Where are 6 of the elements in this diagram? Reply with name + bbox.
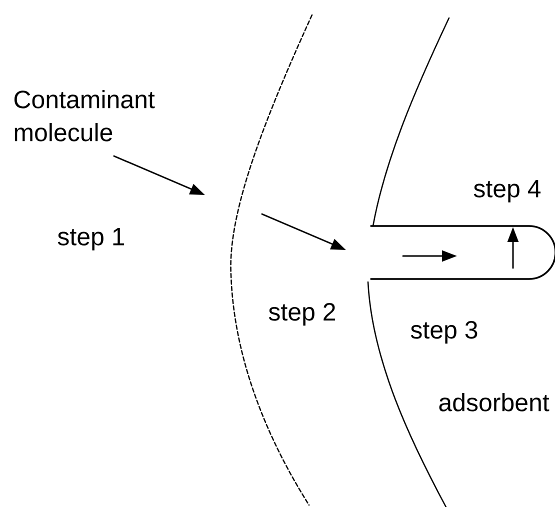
step-label: step 3: [410, 321, 478, 344]
molecule-label: Contaminant molecule: [14, 90, 155, 142]
step-label: step 2: [268, 303, 336, 326]
step-label: step 1: [58, 228, 124, 250]
material-label: adsorbent: [439, 393, 550, 412]
step-label: step 4: [474, 180, 541, 202]
